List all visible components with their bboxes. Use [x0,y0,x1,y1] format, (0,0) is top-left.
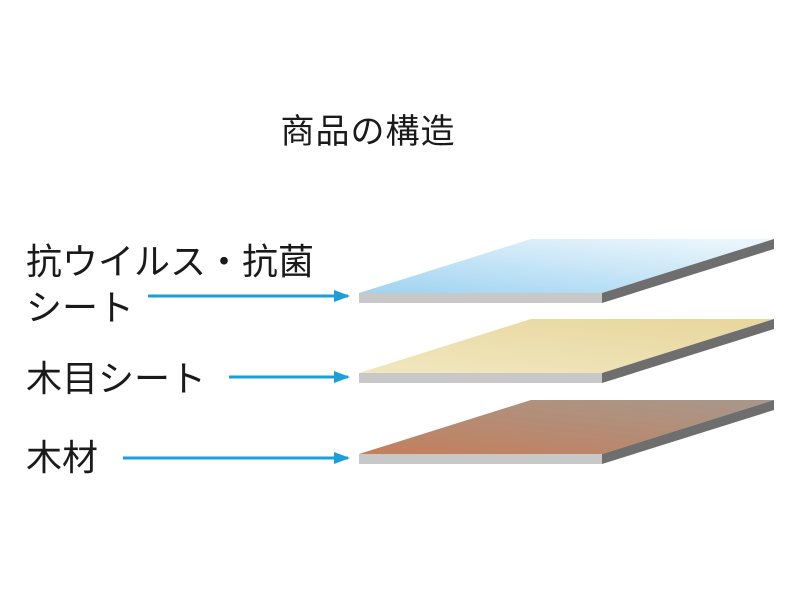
layer-antiviral-sheet [359,239,774,303]
layer-antiviral-sheet-front-edge [359,293,602,303]
layer-woodgrain-sheet [359,319,774,383]
label-antiviral-sheet: 抗ウイルス・抗菌 シート [26,240,314,332]
layer-woodgrain-sheet-front-edge [359,373,602,383]
layer-antiviral-sheet-side-edge [602,239,774,303]
label-antiviral-sheet-line1: 抗ウイルス・抗菌 [26,242,315,283]
layer-antiviral-sheet-top-face [359,239,774,293]
label-woodgrain-sheet: 木目シート [26,359,207,400]
layer-wood [359,400,774,464]
layer-woodgrain-sheet-side-edge [602,319,774,383]
layer-wood-side-edge [602,400,774,464]
diagram-title: 商品の構造 [280,112,456,152]
layer-woodgrain-sheet-top-face [359,319,774,373]
layer-wood-top-face [359,400,774,454]
layer-wood-front-edge [359,454,602,464]
label-wood: 木材 [26,438,99,479]
label-antiviral-sheet-line2: シート [26,288,135,329]
